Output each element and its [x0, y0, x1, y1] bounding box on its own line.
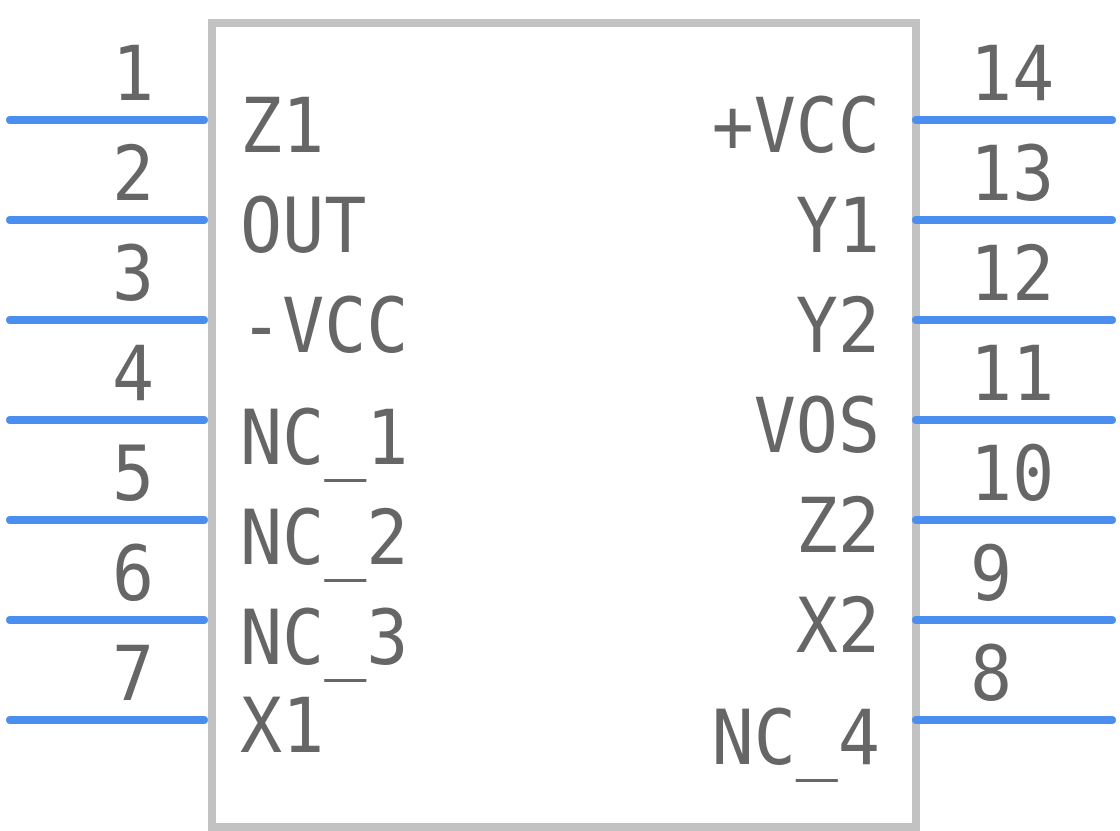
pin-name-10: Z2 — [795, 481, 880, 570]
pin-line-1 — [6, 116, 208, 124]
pin-name-1: Z1 — [240, 81, 325, 170]
pin-name-5: NC_2 — [240, 493, 409, 582]
pin-number-3: 3 — [112, 229, 155, 318]
pin-number-9: 9 — [970, 529, 1013, 618]
pin-line-9 — [912, 616, 1116, 624]
pin-number-5: 5 — [112, 429, 155, 518]
pin-line-3 — [6, 316, 208, 324]
pin-name-12: Y2 — [795, 281, 880, 370]
pin-line-8 — [912, 716, 1116, 724]
chip-body-outline — [208, 19, 920, 831]
pin-line-6 — [6, 616, 208, 624]
pin-name-4: NC_1 — [240, 393, 409, 482]
pin-name-8: NC_4 — [711, 693, 880, 782]
pin-number-14: 14 — [970, 29, 1055, 118]
pin-name-2: OUT — [240, 181, 367, 270]
pin-number-7: 7 — [112, 629, 155, 718]
pin-number-11: 11 — [970, 329, 1055, 418]
pin-name-3: -VCC — [240, 281, 409, 370]
pin-line-11 — [912, 416, 1116, 424]
pin-name-9: X2 — [795, 581, 880, 670]
pin-number-10: 10 — [970, 429, 1055, 518]
pin-name-13: Y1 — [795, 181, 880, 270]
pin-number-2: 2 — [112, 129, 155, 218]
pin-number-4: 4 — [112, 329, 155, 418]
pin-number-13: 13 — [970, 129, 1055, 218]
pin-name-7: X1 — [240, 681, 325, 770]
pin-line-7 — [6, 716, 208, 724]
pin-number-8: 8 — [970, 629, 1013, 718]
pin-line-13 — [912, 216, 1116, 224]
pin-line-10 — [912, 516, 1116, 524]
pin-name-11: VOS — [753, 381, 880, 470]
pin-number-12: 12 — [970, 229, 1055, 318]
pin-line-4 — [6, 416, 208, 424]
pin-line-14 — [912, 116, 1116, 124]
pin-line-2 — [6, 216, 208, 224]
pin-line-5 — [6, 516, 208, 524]
pin-name-14: +VCC — [711, 81, 880, 170]
pin-name-6: NC_3 — [240, 593, 409, 682]
pin-number-1: 1 — [112, 29, 155, 118]
pin-line-12 — [912, 316, 1116, 324]
pin-number-6: 6 — [112, 529, 155, 618]
